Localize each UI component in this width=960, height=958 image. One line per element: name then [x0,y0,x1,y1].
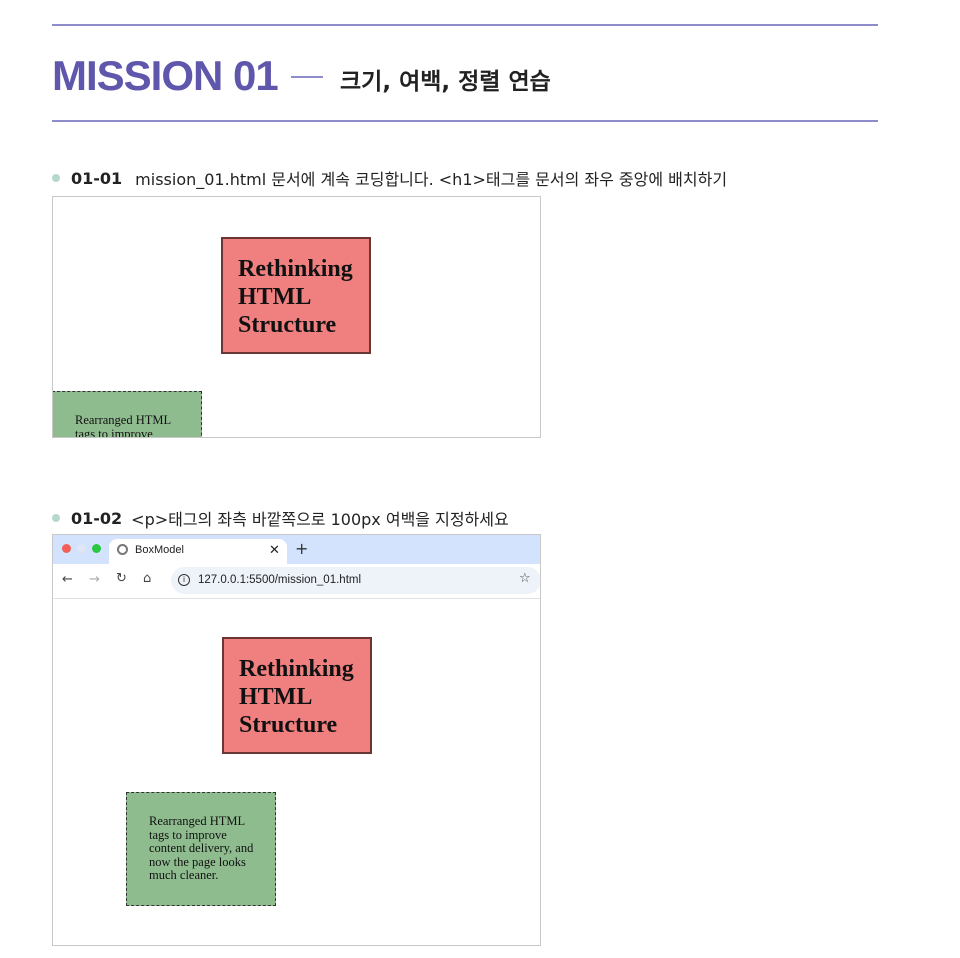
h1-line: Structure [238,312,337,338]
close-window-icon[interactable] [62,544,71,553]
p-line: tags to improve [75,426,153,438]
url-text: 127.0.0.1:5500/mission_01.html [198,574,362,586]
bottom-divider [52,120,878,122]
reload-icon[interactable]: ↻ [116,571,127,586]
mission-item-01-02: 01-02 <p>태그의 좌측 바깥쪽으로 100px 여백을 지정하세요 [52,506,509,530]
item-number: 01-02 [71,508,123,528]
home-icon[interactable]: ⌂ [143,571,152,586]
forward-icon[interactable]: → [89,572,100,587]
tab-boxmodel[interactable]: BoxModel ✕ [109,539,287,564]
item-text: <p>태그의 좌측 바깥쪽으로 100px 여백을 지정하세요 [131,510,509,529]
item-text: mission_01.html 문서에 계속 코딩합니다. <h1>태그를 문서… [135,170,728,189]
p-box: Rearranged HTML tags to improve content … [126,792,276,906]
p-line: tags to improve [149,827,227,842]
h1-line: HTML [239,684,313,710]
back-icon[interactable]: ← [62,572,73,587]
address-bar[interactable]: i 127.0.0.1:5500/mission_01.html [171,567,540,594]
h1-line: Structure [239,712,338,738]
p-line: now the page looks [149,854,246,869]
bullet-icon [52,174,60,182]
h1-line: HTML [238,284,312,310]
browser-window: BoxModel ✕ + ← → ↻ ⌂ i 127.0.0.1:5500/mi… [52,534,541,946]
site-info-icon[interactable]: i [178,574,190,586]
tab-title: BoxModel [135,544,184,556]
page-title: MISSION 01 [52,52,279,99]
p-line: much cleaner. [149,868,219,882]
item-number: 01-01 [71,168,123,188]
bullet-icon [52,514,60,522]
new-tab-icon[interactable]: + [295,539,309,558]
h1-box: Rethinking HTML Structure [222,637,372,754]
tab-bar: BoxModel ✕ + [53,535,540,564]
title-dash [291,76,323,78]
maximize-window-icon[interactable] [92,544,101,553]
h1-line: Rethinking [239,656,354,682]
h1-box: Rethinking HTML Structure [221,237,371,354]
bookmark-star-icon[interactable]: ☆ [519,571,531,586]
p-line: Rearranged HTML [75,413,172,427]
top-divider [52,24,878,26]
close-tab-icon[interactable]: ✕ [269,542,280,557]
globe-icon [117,544,128,555]
preview-screenshot-1: Rethinking HTML Structure Rearranged HTM… [52,196,541,438]
browser-toolbar: ← → ↻ ⌂ i 127.0.0.1:5500/mission_01.html… [53,564,540,599]
mission-item-01-01: 01-01 mission_01.html 문서에 계속 코딩합니다. <h1>… [52,166,727,190]
h1-line: Rethinking [238,256,353,282]
minimize-window-icon[interactable] [77,544,86,553]
p-line: Rearranged HTML [149,814,246,828]
p-box: Rearranged HTML tags to improve [53,391,202,438]
page-subtitle: 크기, 여백, 정렬 연습 [340,69,551,95]
p-line: content delivery, and [149,841,254,855]
